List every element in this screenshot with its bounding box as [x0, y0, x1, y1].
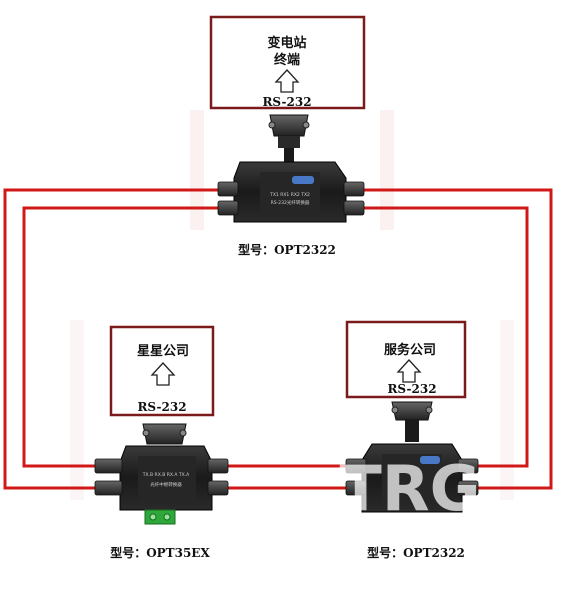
left-device: 光纤中继转换器 TX.B RX.B RX.A TX.A 型号：OPT35EX: [94, 423, 229, 560]
background-ghost: [70, 110, 514, 500]
right-terminal-name: 服务公司: [384, 342, 436, 358]
right-terminal: 服务公司 RS-232: [345, 320, 467, 399]
fiber-ports: [94, 458, 229, 496]
left-terminal: 星星公司 RS-232: [109, 325, 215, 417]
top-terminal: 变电站 终端 RS-232: [209, 15, 366, 110]
fiber-right-inner: [362, 206, 529, 468]
power-terminal-icon: [144, 509, 176, 525]
right-device-model: 型号：OPT2322: [367, 545, 465, 560]
top-terminal-line2: 终端: [274, 52, 300, 68]
left-device-model: 型号：OPT35EX: [110, 545, 210, 560]
top-device-print-2: TX1 RX1 RX2 TX2: [269, 192, 310, 198]
fiber-outer-loop: [3, 188, 218, 490]
left-terminal-interface: RS-232: [137, 400, 186, 414]
fiber-links: [3, 188, 553, 490]
db9-connector-icon: [269, 114, 309, 137]
right-device: 型号：OPT2322: [345, 401, 479, 560]
fiber-inner-loop: [22, 206, 218, 468]
top-terminal-box: [209, 15, 366, 110]
left-device-print-2: TX.B RX.B RX.A TX.A: [142, 472, 190, 478]
fiber-right-outer: [362, 188, 553, 490]
brand-badge: [420, 456, 440, 464]
top-terminal-line1: 变电站: [267, 35, 306, 51]
top-terminal-interface: RS-232: [262, 95, 311, 109]
top-device-print-1: RS-232光纤转换器: [271, 199, 310, 206]
watermark: TRG: [340, 452, 481, 525]
up-arrow-icon: [274, 69, 300, 93]
db9-connector-icon: [142, 423, 187, 445]
fiber-ports: [217, 181, 365, 216]
left-terminal-name: 星星公司: [137, 344, 189, 359]
right-terminal-box: [345, 320, 467, 399]
right-terminal-interface: RS-232: [387, 382, 436, 396]
up-arrow-icon: [150, 362, 176, 386]
db9-connector-icon: [391, 401, 433, 421]
left-device-print-1: 光纤中继转换器: [150, 481, 182, 488]
top-device-model: 型号：OPT2322: [238, 242, 336, 257]
up-arrow-icon: [396, 359, 422, 383]
top-device: RS-232光纤转换器 TX1 RX1 RX2 TX2 型号：OPT2322: [217, 114, 365, 257]
brand-badge: [292, 176, 314, 184]
fiber-ports: [345, 458, 479, 496]
